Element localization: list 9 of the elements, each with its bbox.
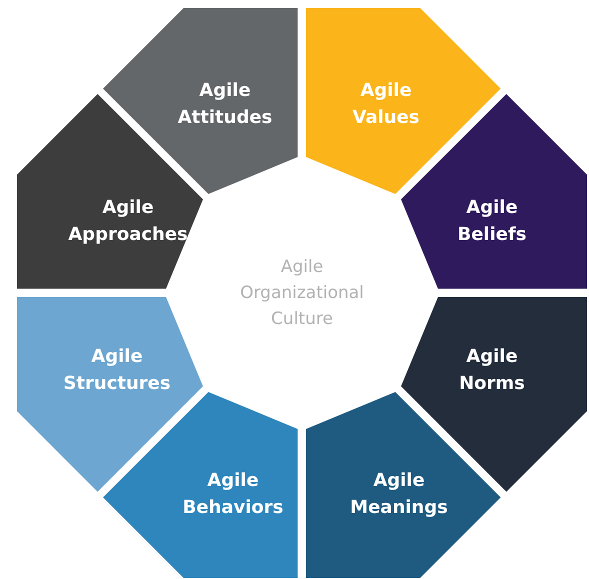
segment-label: Agile Attitudes [178,79,272,130]
segment-label: Agile Beliefs [457,196,526,247]
segment-label: Agile Values [352,79,420,130]
segment-label: Agile Behaviors [182,468,284,520]
segment-label: Agile Meanings [350,468,448,520]
center-title: Agile Organizational Culture [239,256,365,331]
segment-label: Agile Norms [459,345,525,396]
segment-label: Agile Approaches [68,196,188,247]
segment-label: Agile Structures [63,345,171,396]
